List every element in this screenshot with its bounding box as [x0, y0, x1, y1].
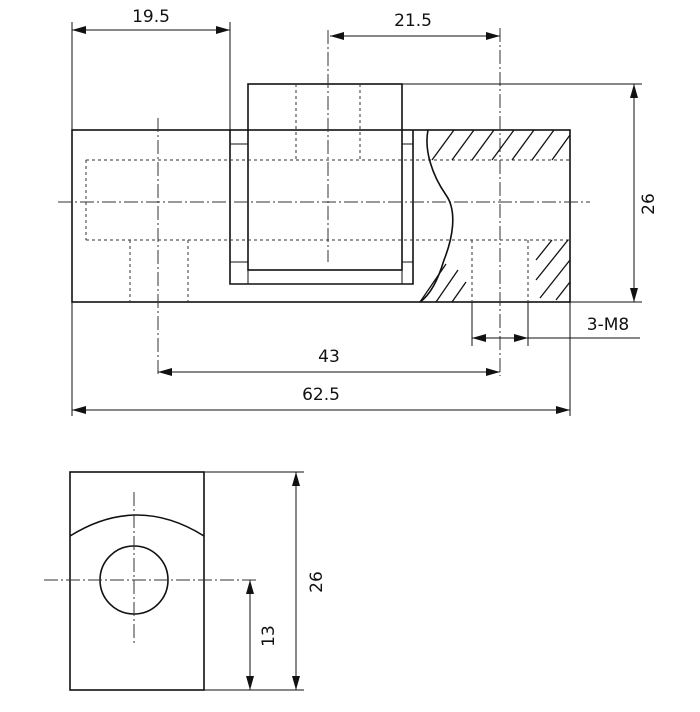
dim-3-m8 [472, 334, 640, 342]
dim-26-front [630, 84, 638, 302]
extension-lines-side [204, 471, 304, 691]
dim-text-13: 13 [259, 625, 279, 647]
hole-hidden-mid [295, 84, 361, 160]
dim-text-43: 43 [318, 347, 340, 367]
side-view: 26 13 [44, 471, 327, 691]
break-line [419, 129, 454, 303]
dim-text-21-5: 21.5 [394, 11, 432, 31]
hole-hidden-right [471, 240, 529, 302]
hole-hidden-left [129, 240, 189, 302]
center-channel [229, 130, 414, 285]
dim-19-5 [72, 26, 230, 34]
dim-text-62-5: 62.5 [302, 385, 340, 405]
front-body-outline [71, 129, 571, 303]
center-block-ledge [247, 270, 403, 284]
dim-13 [246, 580, 254, 690]
dim-21-5 [330, 32, 500, 40]
dim-text-19-5: 19.5 [132, 7, 170, 27]
section-hatching-bottom-right [535, 239, 571, 301]
dim-62-5 [72, 406, 570, 414]
dim-text-26-front: 26 [639, 193, 659, 215]
section-hatching-bottom-left [419, 263, 467, 303]
dim-43 [158, 368, 500, 376]
side-top-arc [69, 514, 205, 537]
dim-text-3-m8: 3-M8 [587, 315, 629, 335]
section-hatching-top [431, 129, 571, 161]
dim-26-side [292, 472, 300, 690]
side-body-outline [69, 471, 205, 691]
dim-text-26-side: 26 [307, 571, 327, 593]
front-view: 19.5 21.5 26 3-M8 43 [58, 7, 659, 416]
extension-lines-front [71, 22, 642, 416]
center-block-outline [247, 83, 403, 271]
center-channel-inner [230, 143, 413, 263]
